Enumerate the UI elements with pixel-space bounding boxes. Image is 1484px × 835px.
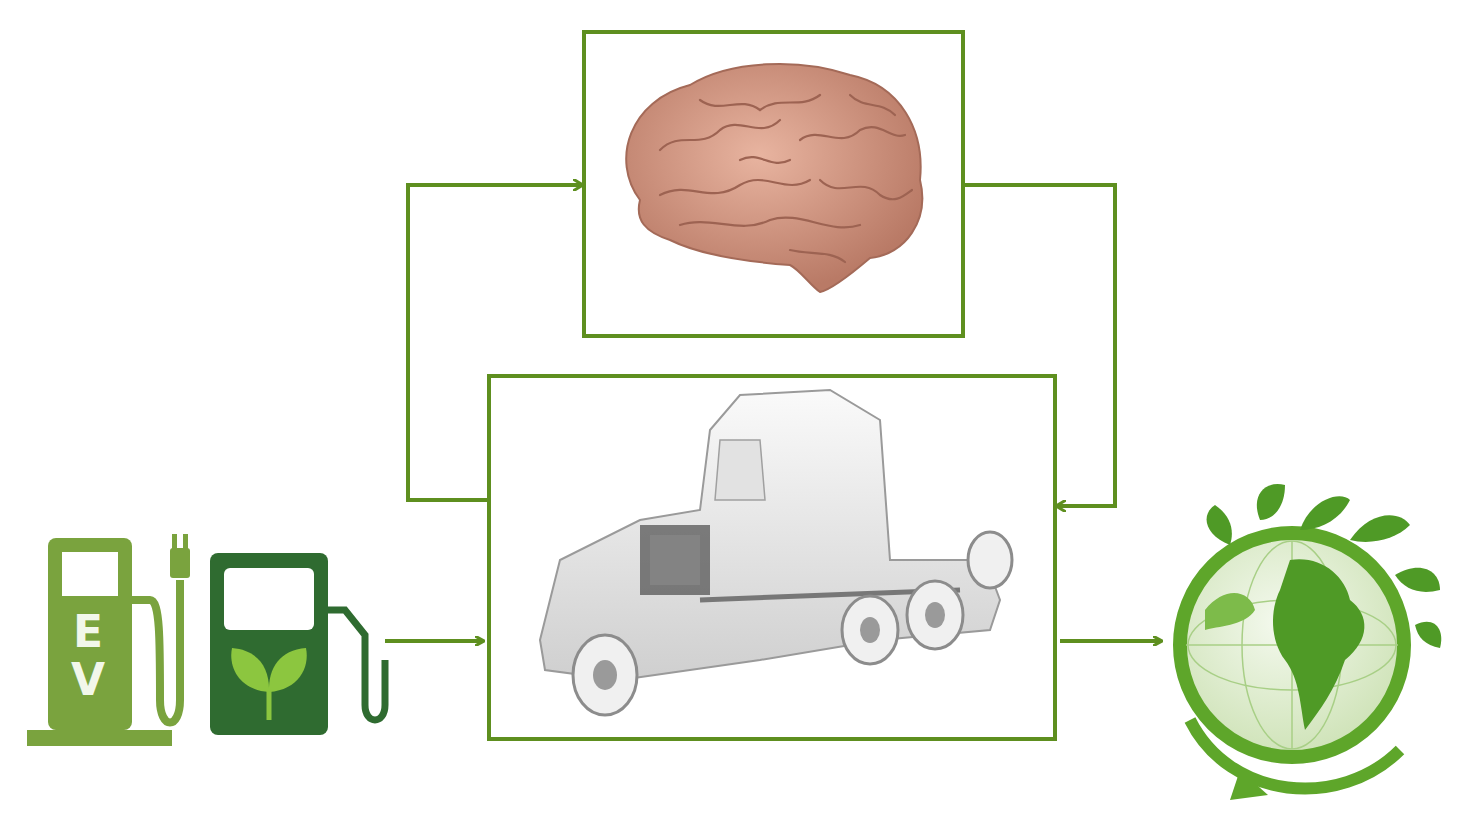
- truck-picture: [540, 390, 1012, 715]
- input-arrow: [385, 639, 483, 643]
- biofuel-pump-icon: [210, 553, 385, 735]
- feedback-connector: [408, 185, 582, 500]
- output-arrow: [1060, 639, 1161, 643]
- truck-box: [487, 374, 1057, 741]
- ev-letters: E V: [66, 608, 110, 705]
- green-globe-icon: [1180, 484, 1441, 800]
- brain-picture: [626, 64, 922, 292]
- brain-box: [582, 30, 965, 338]
- feedback-connector: [965, 185, 1115, 506]
- ev-charger-icon: [27, 534, 190, 746]
